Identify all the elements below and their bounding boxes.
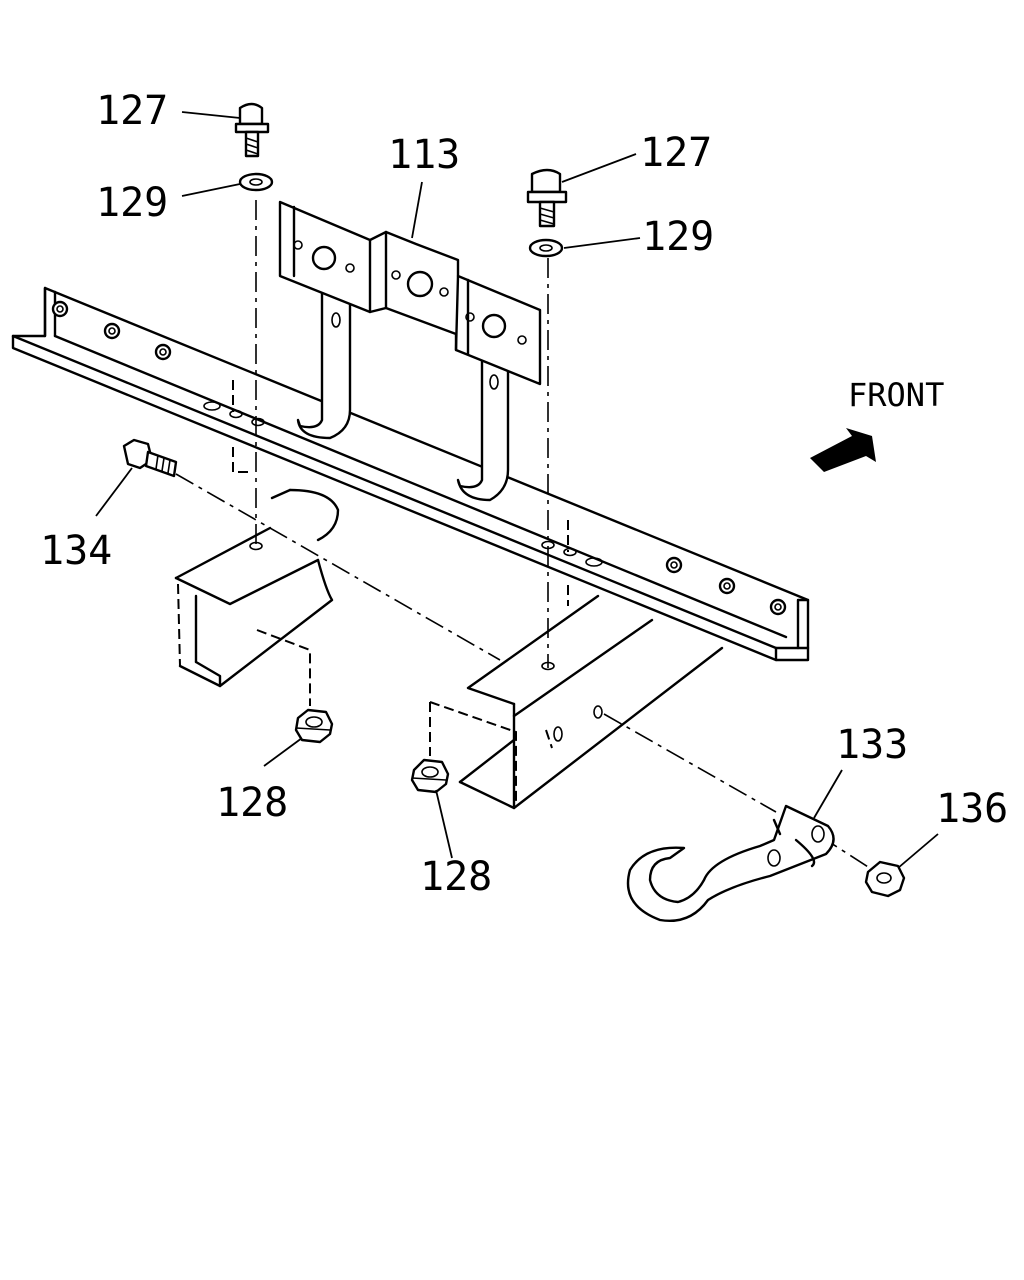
callout-113: 113 [388, 132, 460, 178]
leader-lines [95, 111, 939, 869]
bolt-icon [234, 102, 270, 158]
rivet-icon [51, 300, 787, 616]
callout-133: 133 [836, 722, 908, 768]
callout-128-left: 128 [216, 780, 288, 826]
nut-icon [410, 758, 450, 794]
callout-134: 134 [40, 528, 112, 574]
washer-icon [238, 172, 274, 192]
frame-rail-left [174, 488, 340, 706]
callout-127-left: 127 [96, 88, 168, 134]
callout-128-right: 128 [420, 854, 492, 900]
arrow-icon [810, 428, 876, 472]
tow-hook-icon [626, 804, 835, 922]
frame-rail-right [429, 594, 724, 810]
nut-icon [294, 708, 334, 744]
bolt-icon [526, 168, 568, 228]
callout-129-left: 129 [96, 180, 168, 226]
nut-icon [864, 860, 906, 898]
bracket-icon [278, 200, 542, 502]
washer-icon [528, 238, 564, 258]
callout-129-right: 129 [642, 214, 714, 260]
front-direction-label: FRONT [848, 376, 944, 414]
crossmember-angle [11, 286, 810, 662]
bolt-icon [122, 438, 178, 478]
callout-127-right: 127 [640, 130, 712, 176]
callout-labels: 127 129 113 127 129 134 128 128 133 136 [40, 88, 1008, 900]
callout-136: 136 [936, 786, 1008, 832]
